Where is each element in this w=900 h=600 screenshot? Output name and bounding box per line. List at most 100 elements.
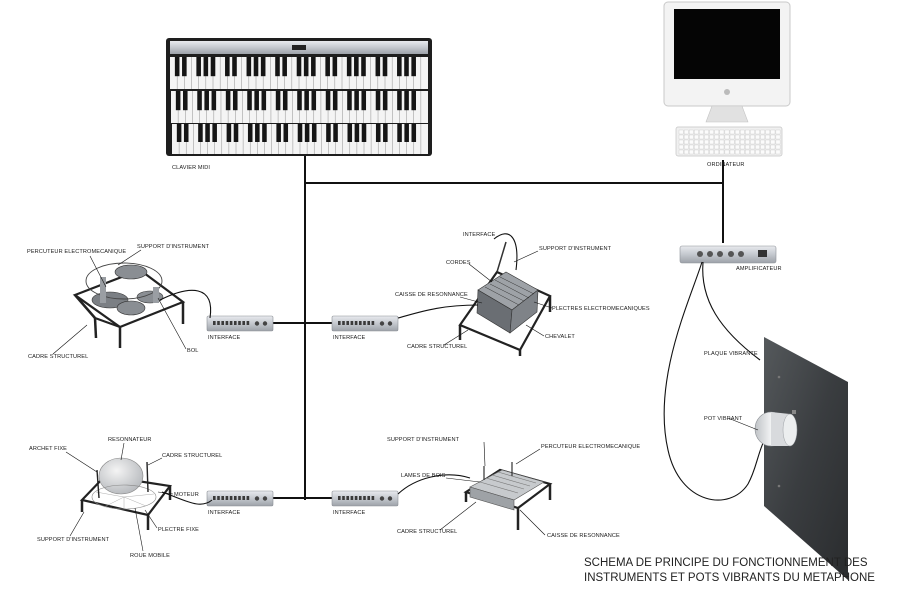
black-key	[411, 124, 417, 142]
interface-button	[338, 496, 341, 500]
label-i4-percuteur: PERCUTEUR ELECTROMECANIQUE	[541, 444, 640, 450]
computer-key	[714, 129, 720, 135]
black-key	[196, 57, 201, 77]
interfaces	[206, 315, 399, 507]
title-line-2: INSTRUMENTS ET POTS VIBRANTS DU METAPHON…	[584, 572, 875, 584]
interface-button	[367, 496, 370, 500]
interface-button	[213, 321, 216, 325]
label-i4-support: SUPPORT D'INSTRUMENT	[387, 437, 460, 443]
computer-key	[709, 139, 714, 145]
interface-button	[229, 321, 233, 325]
computer-key	[694, 149, 699, 155]
computer-key	[755, 144, 760, 150]
label-i2-caisse: CAISSE DE RESONNANCE	[395, 292, 468, 298]
interface-button	[359, 321, 362, 325]
computer-key	[770, 139, 776, 145]
black-key	[303, 57, 309, 77]
black-key	[225, 57, 230, 77]
monitor-screen	[674, 9, 780, 79]
black-key	[375, 124, 381, 142]
computer-key	[729, 139, 735, 145]
interface-button	[213, 496, 216, 500]
label-i3-roue: ROUE MOBILE	[130, 553, 170, 559]
computer-key	[678, 144, 684, 150]
computer-key	[678, 134, 684, 140]
computer-key	[683, 134, 689, 140]
interface-knob-icon	[387, 321, 393, 326]
computer-key	[709, 144, 714, 150]
computer-key	[755, 129, 760, 135]
computer-key	[699, 129, 704, 135]
computer-key	[775, 134, 781, 140]
computer-key	[704, 139, 709, 145]
computer-key	[765, 144, 771, 150]
amp-knob-icon	[728, 251, 734, 257]
computer-key	[724, 144, 730, 150]
black-key	[174, 57, 180, 77]
computer-key	[709, 134, 714, 140]
interface-box-2	[331, 315, 399, 332]
black-key	[361, 91, 367, 111]
computer-key	[760, 134, 765, 140]
computer-key	[704, 144, 709, 150]
black-key	[233, 124, 239, 142]
computer-key	[745, 134, 750, 140]
computer-key	[683, 129, 689, 135]
black-key	[247, 91, 252, 111]
black-key	[225, 91, 231, 111]
amp-knob-icon	[717, 251, 723, 257]
label-i1-bol: BOL	[187, 348, 199, 354]
amp-body	[679, 245, 777, 264]
computer-key	[689, 149, 694, 155]
computer-key	[719, 149, 725, 155]
black-key	[232, 57, 237, 77]
instrument-roue	[79, 457, 172, 530]
computer-key	[760, 139, 765, 145]
black-key	[282, 57, 287, 77]
inst4-leaders	[439, 441, 546, 536]
computer-key	[775, 139, 781, 145]
computer-key	[699, 144, 704, 150]
label-interface-2: INTERFACE	[333, 335, 365, 341]
computer-key	[750, 144, 755, 150]
computer-key	[714, 144, 720, 150]
black-key	[204, 91, 209, 111]
black-key	[325, 91, 331, 111]
computer-key	[770, 134, 776, 140]
computer-key	[734, 139, 740, 145]
black-key	[346, 57, 352, 77]
interface-button	[350, 496, 354, 500]
inst3-cable	[161, 491, 213, 505]
interface-button	[338, 321, 341, 325]
computer-key	[745, 139, 750, 145]
computer-key	[750, 139, 755, 145]
black-key	[347, 91, 352, 111]
computer-key	[699, 134, 704, 140]
interface-button	[346, 321, 349, 325]
black-key	[311, 91, 317, 111]
amp-knob-icon	[697, 251, 703, 257]
black-key	[212, 124, 217, 142]
apple-logo-icon	[724, 89, 730, 95]
black-key	[182, 57, 187, 77]
black-key	[197, 91, 202, 111]
label-clavier-midi: CLAVIER MIDI	[172, 165, 210, 171]
computer-key	[714, 134, 720, 140]
interface-box-3	[206, 490, 274, 507]
inst1-leaders	[52, 249, 187, 355]
computer-key	[704, 149, 709, 155]
interface-button	[238, 321, 241, 325]
computer-key	[740, 134, 745, 140]
label-i4-cadre: CADRE STRUCTUREL	[397, 529, 457, 535]
interface-button	[246, 496, 250, 500]
black-key	[397, 57, 402, 77]
pot-vibrant-face	[782, 413, 798, 447]
computer-key	[678, 139, 684, 145]
interface-button	[225, 321, 229, 325]
interface-knob-icon	[254, 321, 260, 326]
label-interface-1: INTERFACE	[208, 335, 240, 341]
black-key	[332, 57, 338, 77]
interface-button	[217, 496, 220, 500]
black-key	[311, 124, 317, 142]
